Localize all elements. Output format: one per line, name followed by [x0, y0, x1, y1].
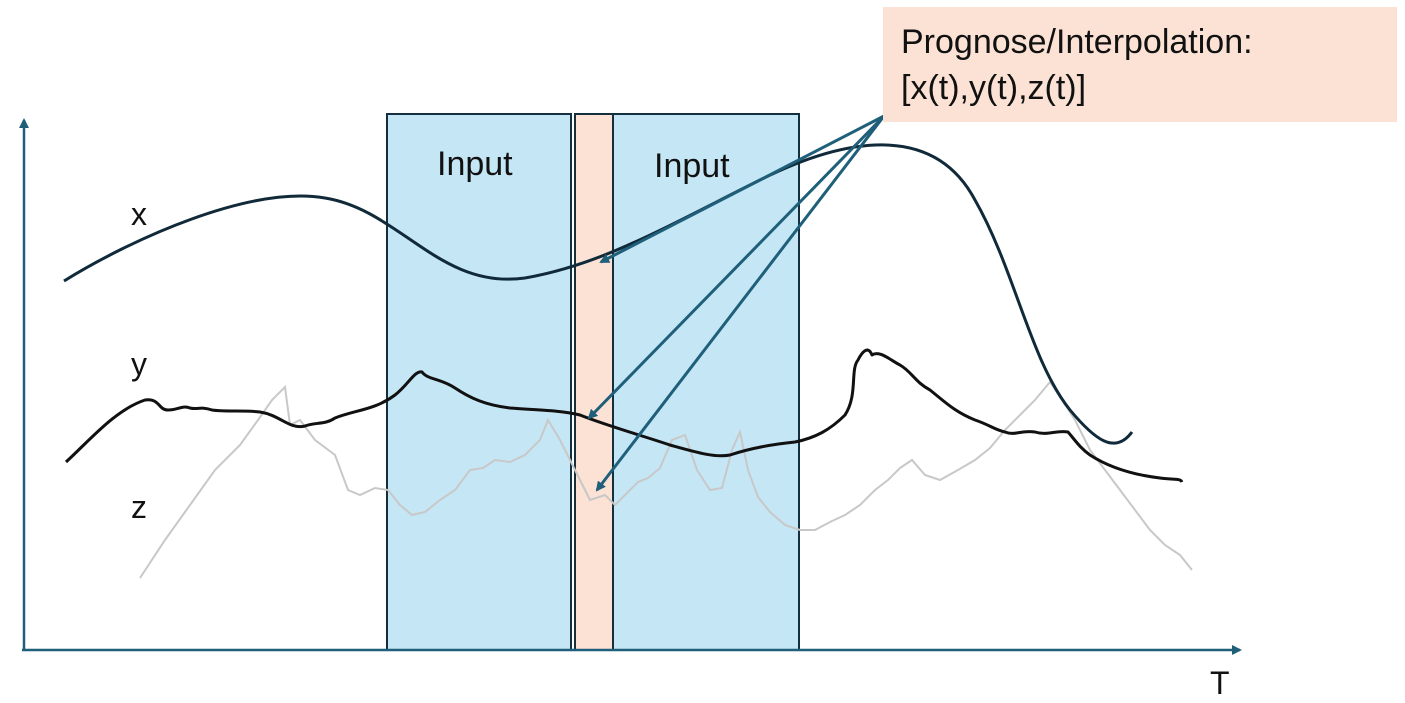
z-curve	[139, 380, 1193, 579]
target-window	[574, 113, 614, 651]
callout-arrow-z	[595, 115, 886, 492]
callout-arrow-y	[587, 114, 886, 420]
forecast-callout: Prognose/Interpolation: [x(t),y(t),z(t)]	[883, 7, 1397, 122]
series-label-x: x	[131, 196, 147, 232]
series-label-z: z	[131, 489, 147, 525]
callout-title: Prognose/Interpolation:	[901, 23, 1253, 61]
input-label-left: Input	[437, 145, 513, 183]
input-window-right	[612, 113, 800, 651]
input-window-left	[386, 113, 572, 651]
y-curve	[64, 348, 1184, 483]
callout-arrow-x	[599, 114, 885, 264]
series-label-y: y	[131, 346, 147, 382]
callout-formula: [x(t),y(t),z(t)]	[901, 69, 1087, 107]
input-label-right: Input	[654, 147, 730, 185]
axis-label-t: T	[1210, 665, 1230, 701]
